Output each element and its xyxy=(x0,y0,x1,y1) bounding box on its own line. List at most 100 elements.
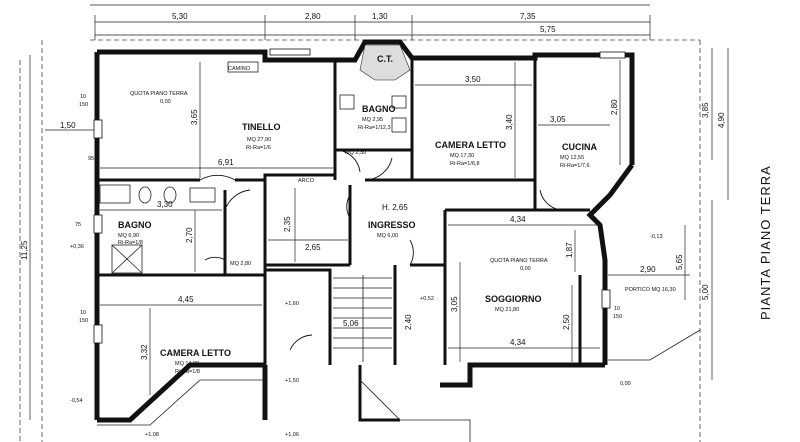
door-bagno-left-2-icon xyxy=(204,256,226,261)
left-dimensions: 11,25 1,50 75 95 xyxy=(20,55,95,420)
shower-top-icon xyxy=(391,117,407,133)
stair-level-2: +0,52 xyxy=(420,296,434,302)
soggiorno-dim-w: 4,34 xyxy=(510,215,526,224)
doors xyxy=(199,149,561,351)
camera-bottom-ratio: Ri-Ra=1/8 xyxy=(175,369,200,375)
dim-left-1: 1,50 xyxy=(60,121,76,130)
soggiorno-dim-h3: 1,87 xyxy=(565,242,574,258)
room-tinello: QUOTA PIANO TERRA 0,00 CAMINO TINELLO MQ… xyxy=(100,62,333,178)
door-bagno-icon xyxy=(334,149,361,173)
disimpegno-arco: ARCO xyxy=(298,178,315,184)
window-mark-10c: 10 xyxy=(614,306,620,312)
camera-top-dim-h: 3,40 xyxy=(505,114,514,130)
level-markers: +0,36 -0,13 -0,54 +1,08 +1,06 xyxy=(70,234,663,438)
portico-label: PORTICO MQ 16,30 xyxy=(625,287,676,293)
tinello-level: 0,00 xyxy=(160,99,171,105)
bagno-left-name: BAGNO xyxy=(118,220,152,230)
bagno-left-dim-w: 3,30 xyxy=(157,200,173,209)
camera-top-dim-w: 3,50 xyxy=(465,75,481,84)
window-mark-10a: 10 xyxy=(80,94,86,100)
room-cucina: 3,05 2,80 CUCINA MQ 12,55 Ri-Ra=1/7,6 xyxy=(538,60,621,169)
level-marker-3: -0,54 xyxy=(70,398,83,404)
cucina-name: CUCINA xyxy=(562,142,597,152)
tinello-camino: CAMINO xyxy=(228,66,251,72)
right-dimensions: 3,85 4,90 5,00 PIANTA PIANO TERRA xyxy=(701,48,773,380)
room-camera-letto-bottom: 4,45 3,32 CAMERA LETTO MQ 14,80 Ri-Ra=1/… xyxy=(100,295,262,395)
fireplace-icon xyxy=(227,61,259,73)
soggiorno-level: 0,00 xyxy=(520,266,531,272)
camera-bottom-area: MQ 14,80 xyxy=(175,361,199,367)
ingresso-height: H. 2,65 xyxy=(382,203,408,212)
window-mark-150a: 150 xyxy=(79,102,88,108)
bottom-edge-line xyxy=(97,379,265,426)
tinello-name: TINELLO xyxy=(242,122,281,132)
cucina-area: MQ 12,55 xyxy=(560,155,584,161)
bathtub-icon xyxy=(99,184,131,204)
dim-left-total: 11,25 xyxy=(20,240,29,260)
bagno-top-dim: MQ 2,30 xyxy=(345,150,366,156)
outer-walls xyxy=(94,39,635,423)
dim-top-5: 5,75 xyxy=(540,25,556,34)
room-ingresso: H. 2,65 INGRESSO MQ 6,00 xyxy=(368,203,416,239)
dim-top-2: 2,80 xyxy=(305,12,321,21)
ct-room-shape xyxy=(359,44,411,81)
soggiorno-name: SOGGIORNO xyxy=(485,294,542,304)
staircase xyxy=(333,275,392,362)
door-soggiorno-icon xyxy=(409,239,414,266)
bagno-left-dim-h: 2,70 xyxy=(185,227,194,243)
soggiorno-note: QUOTA PIANO TERRA xyxy=(490,258,548,264)
bottom-edge-line-2 xyxy=(359,379,471,442)
tinello-note: QUOTA PIANO TERRA xyxy=(130,91,188,97)
sink-icon xyxy=(189,187,216,203)
tinello-dim-h: 3,65 xyxy=(190,109,199,125)
door-camera-icon xyxy=(364,157,393,181)
cucina-ratio: Ri-Ra=1/7,6 xyxy=(560,163,590,169)
interior-walls xyxy=(97,58,590,365)
dim-right-2: 4,90 xyxy=(717,112,726,128)
window-marks: 10 150 10 150 10 150 xyxy=(79,48,626,344)
tinello-dim-w: 6,91 xyxy=(218,158,234,167)
porch: 2,90 5,65 PORTICO MQ 16,30 0,00 xyxy=(608,225,701,387)
bagno-left-ratio: Ri-Ra=1/8 xyxy=(118,240,143,246)
level-marker-2: -0,13 xyxy=(650,234,663,240)
sink-top-icon xyxy=(391,95,407,109)
portico-level: 0,00 xyxy=(620,381,631,387)
disimpegno-dim-w: 2,65 xyxy=(305,243,321,252)
ingresso-area: MQ 6,00 xyxy=(377,233,398,239)
room-bagno-top: BAGNO MQ 2,95 Ri-Ra=1/12,3 MQ 2,30 xyxy=(345,104,396,156)
dim-right-3: 5,00 xyxy=(701,284,710,300)
room-disimpegno: ARCO 2,35 2,65 MQ 2,80 xyxy=(230,178,348,267)
portico-dim-h: 5,65 xyxy=(675,254,684,270)
portico-dim-w: 2,90 xyxy=(640,265,656,274)
level-marker-5: +1,06 xyxy=(285,432,299,438)
shower-icon xyxy=(111,244,143,274)
door-tinello-icon xyxy=(199,174,236,181)
camera-bottom-dim-w: 4,45 xyxy=(178,295,194,304)
ingresso-name: INGRESSO xyxy=(368,220,416,230)
window-mark-150b: 150 xyxy=(79,318,88,324)
stair-level-1: +1,60 xyxy=(285,301,299,307)
toilet-top-icon xyxy=(339,94,355,110)
bagno-left-area: MQ 6,90 xyxy=(118,233,139,239)
soggiorno-dim-w2: 4,34 xyxy=(510,338,526,347)
tinello-area: MQ 27,90 xyxy=(247,137,271,143)
stair-level-3: +1,50 xyxy=(285,378,299,384)
dim-right-1: 3,85 xyxy=(701,102,710,118)
toilet-icon xyxy=(138,186,152,204)
dim-top-1: 5,30 xyxy=(172,12,188,21)
disimpegno-dim-h: 2,35 xyxy=(283,216,292,232)
room-camera-letto-top: 3,50 3,40 CAMERA LETTO MQ 17,30 Ri-Ra=1/… xyxy=(415,62,532,178)
dim-top-3: 1,30 xyxy=(372,12,388,21)
dim-left-95: 95 xyxy=(88,156,94,162)
cucina-dim-h: 2,80 xyxy=(610,99,619,115)
plan-title: PIANTA PIANO TERRA xyxy=(758,165,773,320)
door-cucina-icon xyxy=(539,189,561,211)
level-marker-4: +1,08 xyxy=(145,432,159,438)
camera-top-area: MQ 17,30 xyxy=(450,153,474,159)
top-dimensions: 5,30 2,80 1,30 7,35 5,75 xyxy=(90,4,651,40)
cucina-dim-w: 3,05 xyxy=(550,115,566,124)
camera-bottom-name: CAMERA LETTO xyxy=(160,348,231,358)
camera-top-name: CAMERA LETTO xyxy=(435,140,506,150)
door-camera-bottom-icon xyxy=(289,334,313,351)
